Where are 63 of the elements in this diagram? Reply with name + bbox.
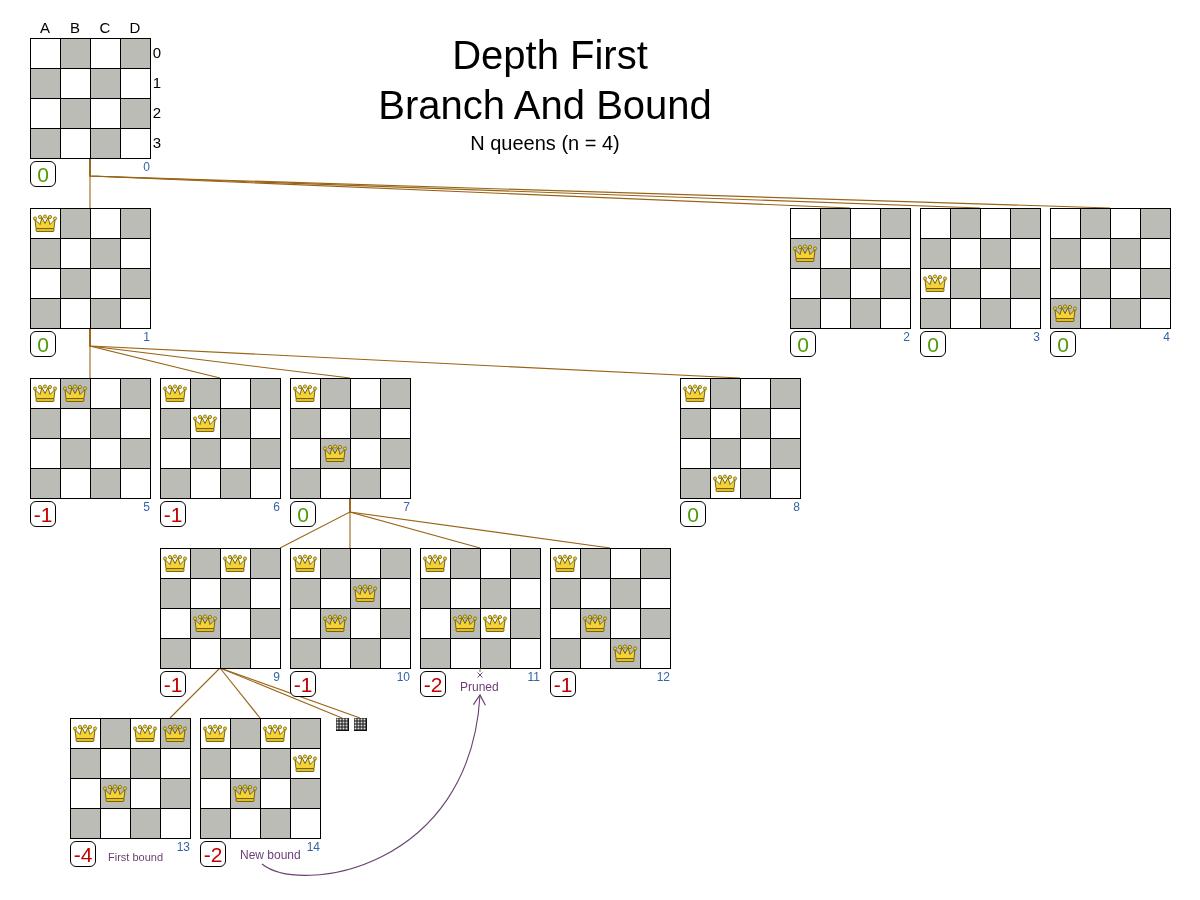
chessboard-drawing — [200, 718, 321, 839]
node-number: 9 — [273, 670, 280, 684]
board-coordinate: 2 — [151, 105, 163, 121]
score-badge: -1 — [160, 501, 186, 527]
chessboard-drawing — [920, 208, 1041, 329]
diagram-title: Depth First Branch And Bound — [377, 32, 713, 129]
tree-edge — [219, 667, 261, 719]
score-badge: 0 — [680, 501, 706, 527]
score-badge: -2 — [420, 671, 446, 697]
tree-edge — [169, 667, 221, 719]
chessboard-drawing — [30, 208, 151, 329]
mini-board-icon — [336, 718, 349, 731]
node-number: 11 — [527, 670, 540, 684]
annotation: Pruned — [460, 680, 499, 694]
node-number: 12 — [656, 670, 670, 684]
score-badge: 0 — [920, 331, 946, 357]
board-coordinate: C — [98, 20, 112, 36]
node-number: 3 — [1033, 330, 1040, 344]
node-number: 6 — [273, 500, 280, 514]
chessboard-drawing — [70, 718, 191, 839]
subtitle: N queens (n = 4) — [469, 132, 621, 155]
node-number: 14 — [306, 840, 320, 854]
score-badge: 0 — [30, 161, 56, 187]
board-coordinate: B — [69, 20, 81, 36]
score-badge: -1 — [160, 671, 186, 697]
chessboard-drawing — [680, 378, 801, 499]
board-coordinate: 3 — [151, 135, 163, 151]
score-badge: -2 — [200, 841, 226, 867]
annotation: New bound — [240, 848, 301, 862]
chessboard-drawing — [160, 378, 281, 499]
chessboard-drawing — [550, 548, 671, 669]
score-badge: 0 — [790, 331, 816, 357]
node-number: 13 — [176, 840, 190, 854]
annotation: First bound — [108, 850, 164, 864]
score-badge: -1 — [30, 501, 56, 527]
score-badge: 0 — [290, 501, 316, 527]
score-badge: 0 — [1050, 331, 1076, 357]
score-badge: -1 — [290, 671, 316, 697]
chessboard-drawing — [160, 548, 281, 669]
node-number: 8 — [793, 500, 800, 514]
board-coordinate: 1 — [151, 75, 163, 91]
node-number: 0 — [143, 160, 150, 174]
mini-board-icon — [354, 718, 367, 731]
score-badge: -1 — [550, 671, 576, 697]
node-number: 2 — [903, 330, 910, 344]
chessboard-drawing — [1050, 208, 1171, 329]
node-number: 4 — [1163, 330, 1170, 344]
node-number: 5 — [143, 500, 150, 514]
board-coordinate: A — [39, 20, 51, 36]
chessboard-drawing — [30, 378, 151, 499]
board-coordinate: D — [128, 20, 142, 36]
board-coordinate: 0 — [151, 45, 163, 61]
chessboard-drawing — [420, 548, 541, 669]
score-badge: 0 — [30, 331, 56, 357]
chessboard-drawing — [790, 208, 911, 329]
chessboard-drawing — [30, 38, 151, 159]
node-number: 7 — [403, 500, 410, 514]
curved-arrow — [261, 694, 486, 876]
chessboard-drawing — [290, 548, 411, 669]
node-number: 10 — [396, 670, 410, 684]
score-badge: -4 — [70, 841, 96, 867]
chessboard-drawing — [290, 378, 411, 499]
node-number: 1 — [143, 330, 150, 344]
